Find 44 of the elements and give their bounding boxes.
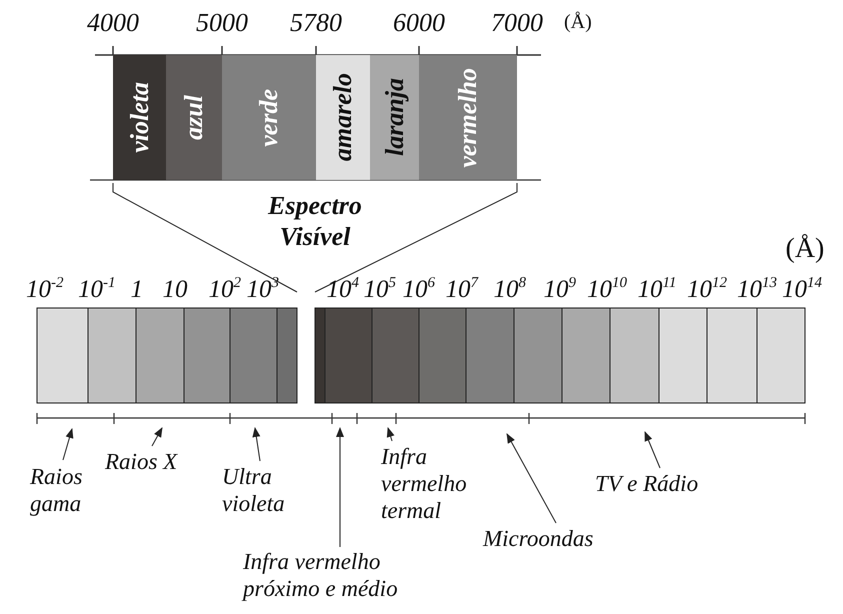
range-label: TV e Rádio: [595, 470, 745, 497]
wavelength-value: 10$^{12}$: [687, 277, 727, 302]
wavelength-value: 10$^{6}$: [402, 277, 435, 302]
unit-label: (Å): [564, 12, 592, 32]
leader-arrow: [506, 433, 556, 524]
wavelength-value: 6000: [393, 10, 445, 36]
color-band: violeta: [113, 55, 166, 180]
leader-arrow: [252, 427, 260, 462]
wavelength-value: 10$^{7}$: [446, 277, 478, 302]
range-label: Infra vermelho próximo e médio: [243, 548, 423, 602]
unit-label: (Å): [786, 235, 824, 263]
wavelength-value: 10$^{2}$: [208, 277, 241, 302]
color-band: amarelo: [316, 55, 370, 180]
wavelength-value: 10$^{5}$: [364, 277, 396, 302]
leader-arrow: [152, 427, 162, 446]
leader-arrow: [336, 427, 344, 548]
color-band: laranja: [370, 55, 419, 180]
wavelength-value: 5780: [290, 10, 342, 36]
leader-arrow: [386, 427, 394, 442]
wavelength-value: 10$^{-1}$: [78, 277, 116, 302]
range-label: Infra vermelho termal: [381, 443, 465, 524]
wavelength-value: 1: [130, 277, 143, 302]
range-label: Raios X: [105, 448, 205, 475]
leader-arrow: [644, 431, 660, 468]
range-label: Microondas: [483, 525, 633, 552]
color-band: vermelho: [419, 55, 517, 180]
wavelength-value: 10$^{-2}$: [26, 277, 64, 302]
color-band: azul: [166, 55, 222, 180]
wavelength-value: 4000: [87, 10, 139, 36]
wavelength-value: 7000: [491, 10, 543, 36]
spectrum-title: Espectro Visível: [266, 190, 363, 252]
wavelength-value: 10$^{8}$: [494, 277, 526, 302]
wavelength-value: 10$^{4}$: [326, 277, 359, 302]
color-band: verde: [222, 55, 316, 180]
wavelength-value: 10$^{11}$: [638, 277, 676, 302]
wavelength-value: 10$^{9}$: [544, 277, 576, 302]
leader-arrow: [62, 428, 74, 460]
range-label: Ultra violeta: [222, 463, 322, 517]
wavelength-value: 10$^{13}$: [737, 277, 777, 302]
wavelength-value: 5000: [196, 10, 248, 36]
wavelength-value: 10: [162, 277, 188, 302]
wavelength-value: 10$^{10}$: [587, 277, 627, 302]
wavelength-value: 10$^{3}$: [246, 277, 279, 302]
wavelength-value: 10$^{14}$: [782, 277, 822, 302]
